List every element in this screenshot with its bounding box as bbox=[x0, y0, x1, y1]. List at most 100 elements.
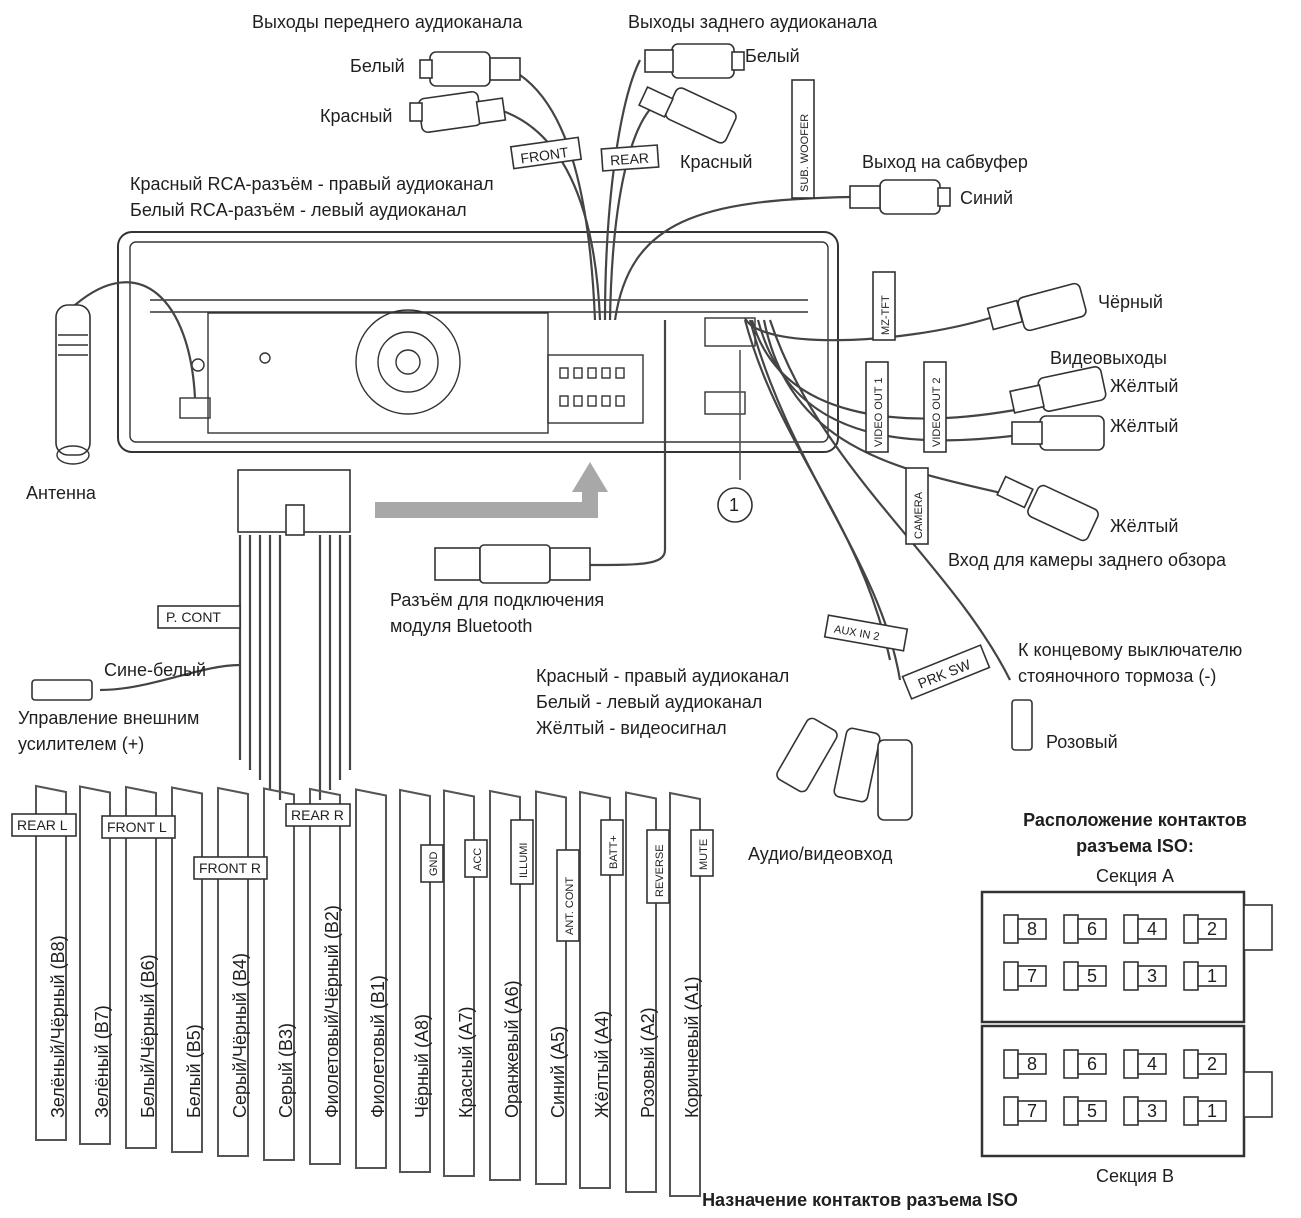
iso-pin-body bbox=[1017, 1100, 1047, 1122]
iso-pin-number: 4 bbox=[1147, 1054, 1157, 1074]
subwoofer-output-label: Выход на сабвуфер bbox=[862, 152, 1028, 172]
wire-loop bbox=[35, 784, 67, 1141]
wire-tag: REAR R bbox=[291, 807, 344, 823]
prk-sw-tag: PRK SW bbox=[901, 644, 991, 700]
av-white-label: Белый - левый аудиоканал bbox=[536, 692, 762, 712]
wire-tag: BATT+ bbox=[608, 835, 620, 869]
wire-tag-box bbox=[101, 815, 176, 839]
mz-tft-tag: MZ-TFT bbox=[872, 271, 896, 341]
red-left-label: Красный bbox=[320, 106, 392, 126]
av-yellow-label: Жёлтый - видеосигнал bbox=[536, 718, 727, 738]
wire-tag-box bbox=[600, 819, 624, 876]
section-a-label: Секция A bbox=[1096, 866, 1174, 886]
av-red-label: Красный - правый аудиоканал bbox=[536, 666, 789, 686]
rca-plug-yellow-2 bbox=[1011, 415, 1105, 451]
wire-label: Серый (В3) bbox=[276, 1023, 296, 1118]
iso-pin-body bbox=[1077, 1053, 1107, 1075]
iso-pin-number: 5 bbox=[1087, 1101, 1097, 1121]
iso-pin-number: 8 bbox=[1027, 919, 1037, 939]
av-input-label: Аудио/видеовход bbox=[748, 844, 893, 864]
bluetooth-label-2: модуля Bluetooth bbox=[390, 616, 532, 636]
video-outputs-label: Видеовыходы bbox=[1050, 348, 1167, 368]
head-unit bbox=[117, 231, 839, 453]
iso-pin-number: 5 bbox=[1087, 966, 1097, 986]
front-outputs-label: Выходы переднего аудиоканала bbox=[252, 12, 523, 32]
antenna-label: Антенна bbox=[26, 483, 97, 503]
pink-label: Розовый bbox=[1046, 732, 1118, 752]
wire-label: Красный (А7) bbox=[456, 1007, 476, 1118]
wire-label: Серый/Чёрный (В4) bbox=[230, 953, 250, 1118]
wire-tag-box bbox=[285, 803, 351, 827]
yellow-2-label: Жёлтый bbox=[1110, 416, 1178, 436]
wire-loop bbox=[489, 789, 521, 1181]
wire-tag-box bbox=[690, 829, 714, 877]
wire-tag: ANT. CONT bbox=[564, 877, 576, 935]
wire-label: Жёлтый (А4) bbox=[592, 1011, 612, 1118]
rca-plug-rear-white bbox=[644, 43, 745, 79]
video-out-1-tag: VIDEO OUT 1 bbox=[865, 361, 889, 453]
wire-tag: REAR L bbox=[17, 817, 68, 833]
iso-pin-body bbox=[1017, 965, 1047, 987]
wire-loop bbox=[625, 791, 657, 1193]
wire-label: Фиолетовый (В1) bbox=[368, 975, 388, 1118]
wire-tag: REVERSE bbox=[654, 844, 666, 897]
wire-label: Розовый (А2) bbox=[638, 1007, 658, 1118]
pink-terminal bbox=[1011, 699, 1033, 751]
svg-text:FRONT: FRONT bbox=[519, 144, 569, 167]
wire-label: Зелёный/Чёрный (В8) bbox=[48, 935, 68, 1118]
iso-pin-body bbox=[1017, 1053, 1047, 1075]
svg-text:MZ-TFT: MZ-TFT bbox=[880, 295, 892, 335]
wire-loop bbox=[263, 787, 295, 1161]
amp-control-label-1: Управление внешним bbox=[18, 708, 199, 728]
wire-tag: FRONT R bbox=[199, 860, 261, 876]
iso-title-1: Расположение контактов bbox=[1023, 810, 1247, 830]
blue-label: Синий bbox=[960, 188, 1013, 208]
wire-tag-box bbox=[510, 819, 534, 885]
front-tag: FRONT bbox=[509, 136, 583, 170]
amp-control-label-2: усилителем (+) bbox=[18, 734, 144, 754]
iso-pin-number: 1 bbox=[1207, 966, 1217, 986]
iso-pin-body bbox=[1017, 918, 1047, 940]
iso-pin-body bbox=[1197, 1100, 1227, 1122]
wire-loop bbox=[669, 791, 701, 1197]
wire-loop bbox=[79, 785, 111, 1145]
iso-pin-body bbox=[1197, 965, 1227, 987]
wire-tag-box bbox=[646, 829, 670, 904]
wire-tag: MUTE bbox=[698, 839, 710, 870]
wire-loop bbox=[217, 786, 249, 1157]
iso-pin-number: 1 bbox=[1207, 1101, 1217, 1121]
red-right-label: Красный bbox=[680, 152, 752, 172]
rca-white-label: Белый RCA-разъём - левый аудиоканал bbox=[130, 200, 467, 220]
iso-caption: Назначение контактов разъема ISO bbox=[702, 1190, 1018, 1210]
wire-tag-box bbox=[556, 849, 580, 942]
wire-tag: FRONT L bbox=[107, 819, 167, 835]
wire-loop bbox=[535, 790, 567, 1185]
wire-loop bbox=[355, 788, 387, 1169]
white-left-label: Белый bbox=[350, 56, 405, 76]
wire-labels: Зелёный/Чёрный (В8) REAR L Зелёный (В7) Бел… bbox=[11, 803, 714, 1118]
wire-label: Зелёный (В7) bbox=[92, 1005, 112, 1118]
wire-label: Белый (В5) bbox=[184, 1024, 204, 1118]
iso-pin-number: 6 bbox=[1087, 919, 1097, 939]
camera-tag: CAMERA bbox=[905, 467, 929, 545]
svg-text:SUB. WOOFER: SUB. WOOFER bbox=[799, 114, 811, 192]
iso-pin-number: 7 bbox=[1027, 1101, 1037, 1121]
svg-text:VIDEO OUT 2: VIDEO OUT 2 bbox=[931, 378, 943, 447]
iso-pin-body bbox=[1077, 1100, 1107, 1122]
rca-plug-yellow-1 bbox=[1009, 366, 1107, 414]
iso-pin-body bbox=[1137, 1100, 1167, 1122]
rear-tag: REAR bbox=[600, 144, 660, 172]
iso-title-2: разъема ISO: bbox=[1076, 836, 1194, 856]
rca-red-label: Красный RCA-разъём - правый аудиоканал bbox=[130, 174, 494, 194]
callout-circle bbox=[717, 487, 753, 523]
blue-white-label: Сине-белый bbox=[104, 660, 206, 680]
aux-plugs bbox=[776, 717, 913, 821]
iso-pin-number: 2 bbox=[1207, 919, 1217, 939]
wire-label: Коричневый (А1) bbox=[682, 977, 702, 1118]
svg-text:REAR: REAR bbox=[610, 150, 650, 169]
wire-loops bbox=[35, 784, 701, 1197]
wire-label: Оранжевый (А6) bbox=[502, 980, 522, 1118]
iso-pin-body bbox=[1137, 918, 1167, 940]
iso-pin-number: 4 bbox=[1147, 919, 1157, 939]
